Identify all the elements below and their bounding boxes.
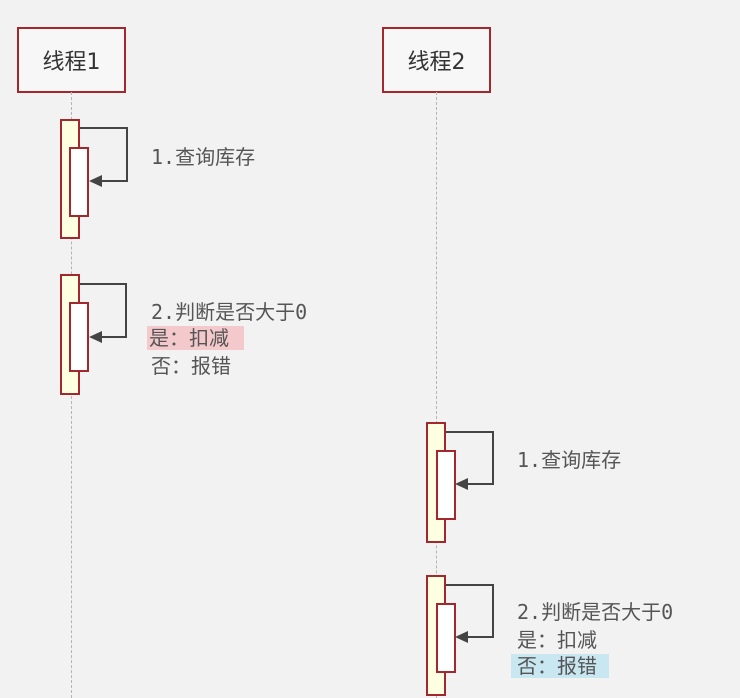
arrow-t1-check (80, 283, 127, 338)
message-t1-check: 2.判断是否大于0 (151, 300, 308, 324)
message-t2-query: 1.查询库存 (517, 448, 622, 472)
arrowhead-t2-check (455, 631, 468, 643)
activation-t2-query-inner (436, 450, 456, 520)
arrowhead-t2-query (455, 478, 468, 490)
message-t1-yes-highlight: 是：扣减 (147, 326, 244, 350)
lifeline-thread-2 (436, 92, 437, 698)
message-t1-query: 1.查询库存 (151, 145, 256, 169)
message-t1-yes: 是：扣减 (147, 325, 244, 352)
arrow-t2-query (446, 431, 494, 485)
activation-t2-check-inner (436, 603, 456, 673)
arrowhead-t1-query (89, 175, 102, 187)
message-t2-check: 2.判断是否大于0 (517, 600, 674, 624)
message-t2-no-highlight: 否：报错 (511, 654, 609, 678)
arrow-t1-query (80, 127, 128, 182)
lifeline-thread-1 (71, 92, 72, 698)
message-t2-yes: 是：扣减 (517, 628, 597, 652)
activation-t1-check-inner (69, 302, 89, 372)
participant-thread-1: 线程1 (17, 27, 126, 93)
arrowhead-t1-check (89, 331, 102, 343)
participant-thread-1-label: 线程1 (42, 50, 101, 75)
message-t2-no: 否：报错 (511, 653, 609, 680)
arrow-t2-check (446, 584, 494, 638)
activation-t1-query-inner (69, 147, 89, 217)
participant-thread-2-label: 线程2 (407, 50, 466, 75)
message-t1-no: 否：报错 (151, 354, 231, 378)
